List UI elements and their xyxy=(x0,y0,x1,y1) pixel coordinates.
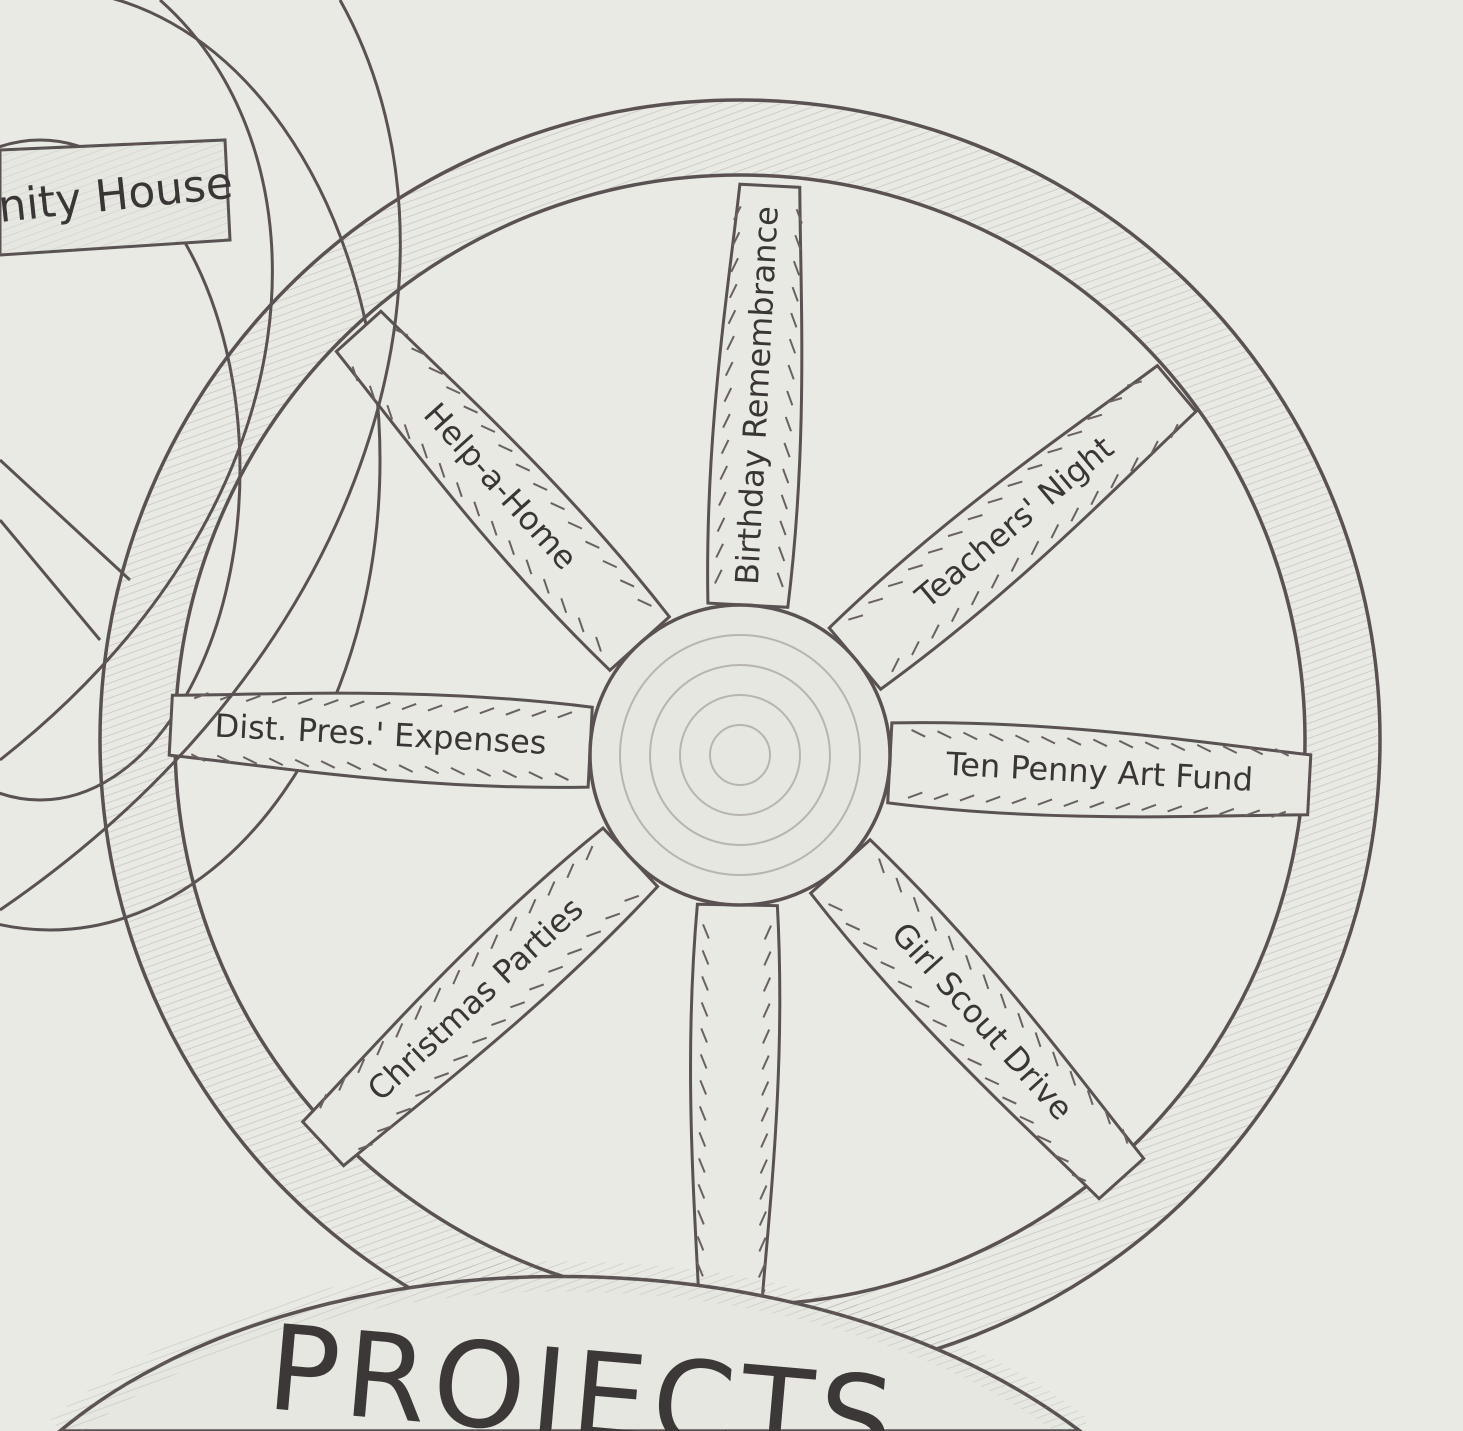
left-wheel-spoke: nity House xyxy=(0,140,235,255)
hub xyxy=(590,605,890,905)
